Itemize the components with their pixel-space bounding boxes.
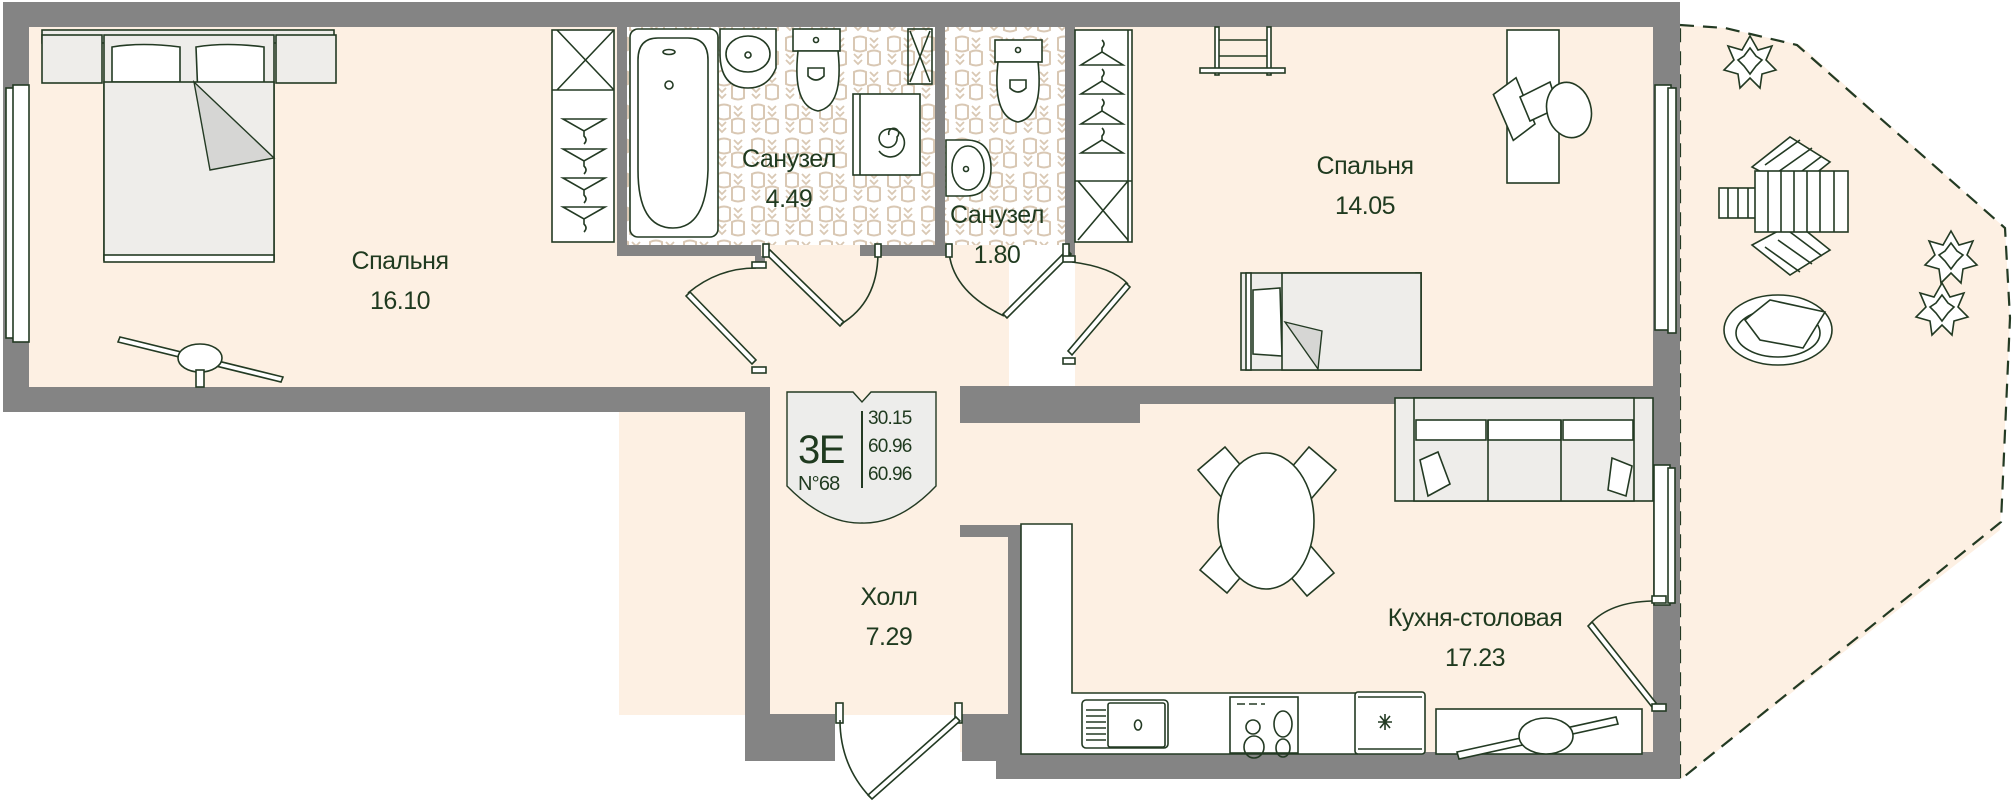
wardrobe-1-icon [551, 29, 615, 243]
cooktop-icon [1229, 696, 1299, 759]
room-area: 1.80 [973, 241, 1021, 269]
wall-bars-icon [1199, 26, 1286, 76]
room-label-bathroom-1[interactable]: Санузел 4.49 [742, 139, 836, 219]
bathtub-icon [629, 28, 719, 238]
bench-icon [1435, 708, 1643, 760]
room-label-hall[interactable]: Холл 7.29 [861, 577, 918, 657]
room-name: Санузел [950, 201, 1044, 229]
vent-shaft [907, 28, 933, 85]
refrigerator-icon [1354, 691, 1426, 755]
balcony-floor [1680, 25, 2010, 780]
room-name: Санузел [742, 145, 836, 173]
apartment-number: N°68 [798, 473, 840, 495]
toilet-2-icon [994, 39, 1043, 123]
room-name: Спальня [351, 247, 449, 275]
patio-table-icon [1718, 136, 1849, 276]
windows [5, 84, 1677, 606]
balcony-door[interactable] [1586, 595, 1667, 712]
apartment-type-code: 3E [798, 428, 845, 472]
door-bathroom-1[interactable] [762, 243, 882, 328]
toilet-1-icon [792, 28, 841, 112]
room-label-bathroom-2[interactable]: Санузел 1.80 [950, 195, 1044, 275]
room-area: 7.29 [865, 623, 913, 651]
washing-machine-icon [852, 93, 921, 176]
entrance-door[interactable] [835, 702, 963, 801]
sink-2-icon [945, 139, 992, 197]
room-name: Холл [860, 583, 918, 611]
apartment-areas: 30.15 60.96 60.96 [868, 405, 912, 489]
area-total: 60.96 [868, 436, 912, 457]
single-bed-icon [1240, 272, 1422, 371]
room-area: 17.23 [1444, 644, 1506, 672]
sofa-icon [1394, 397, 1654, 502]
door-closet-hall[interactable] [684, 261, 767, 374]
round-chair-icon [1723, 294, 1833, 366]
room-label-bedroom-1[interactable]: Спальня 16.10 [352, 241, 449, 321]
room-label-kitchen-dining[interactable]: Кухня-столовая 17.23 [1387, 598, 1563, 678]
badge-divider [861, 411, 863, 488]
sink-icon [719, 28, 777, 89]
room-name: Спальня [1316, 152, 1414, 180]
room-area: 14.05 [1334, 192, 1396, 220]
area-living: 30.15 [868, 408, 912, 429]
room-area: 4.49 [765, 185, 813, 213]
kitchen-sink-icon [1081, 699, 1169, 749]
room-area: 16.10 [369, 287, 431, 315]
room-name: Кухня-столовая [1387, 604, 1563, 632]
vent-shaft-x [909, 30, 931, 83]
desk-icon [1492, 29, 1593, 184]
wardrobe-2-icon [1074, 29, 1133, 243]
balcony-outline [1678, 23, 2012, 783]
double-bed-icon [41, 29, 337, 263]
room-label-bedroom-2[interactable]: Спальня 14.05 [1317, 146, 1414, 226]
door-bathroom-2[interactable] [945, 243, 1073, 320]
area-total-with-balcony: 60.96 [868, 464, 912, 485]
plant-icon [1722, 34, 1979, 337]
dining-table-icon [1196, 445, 1338, 598]
door-bedroom-2[interactable] [1062, 255, 1132, 365]
exercise-bench-icon [116, 336, 285, 388]
